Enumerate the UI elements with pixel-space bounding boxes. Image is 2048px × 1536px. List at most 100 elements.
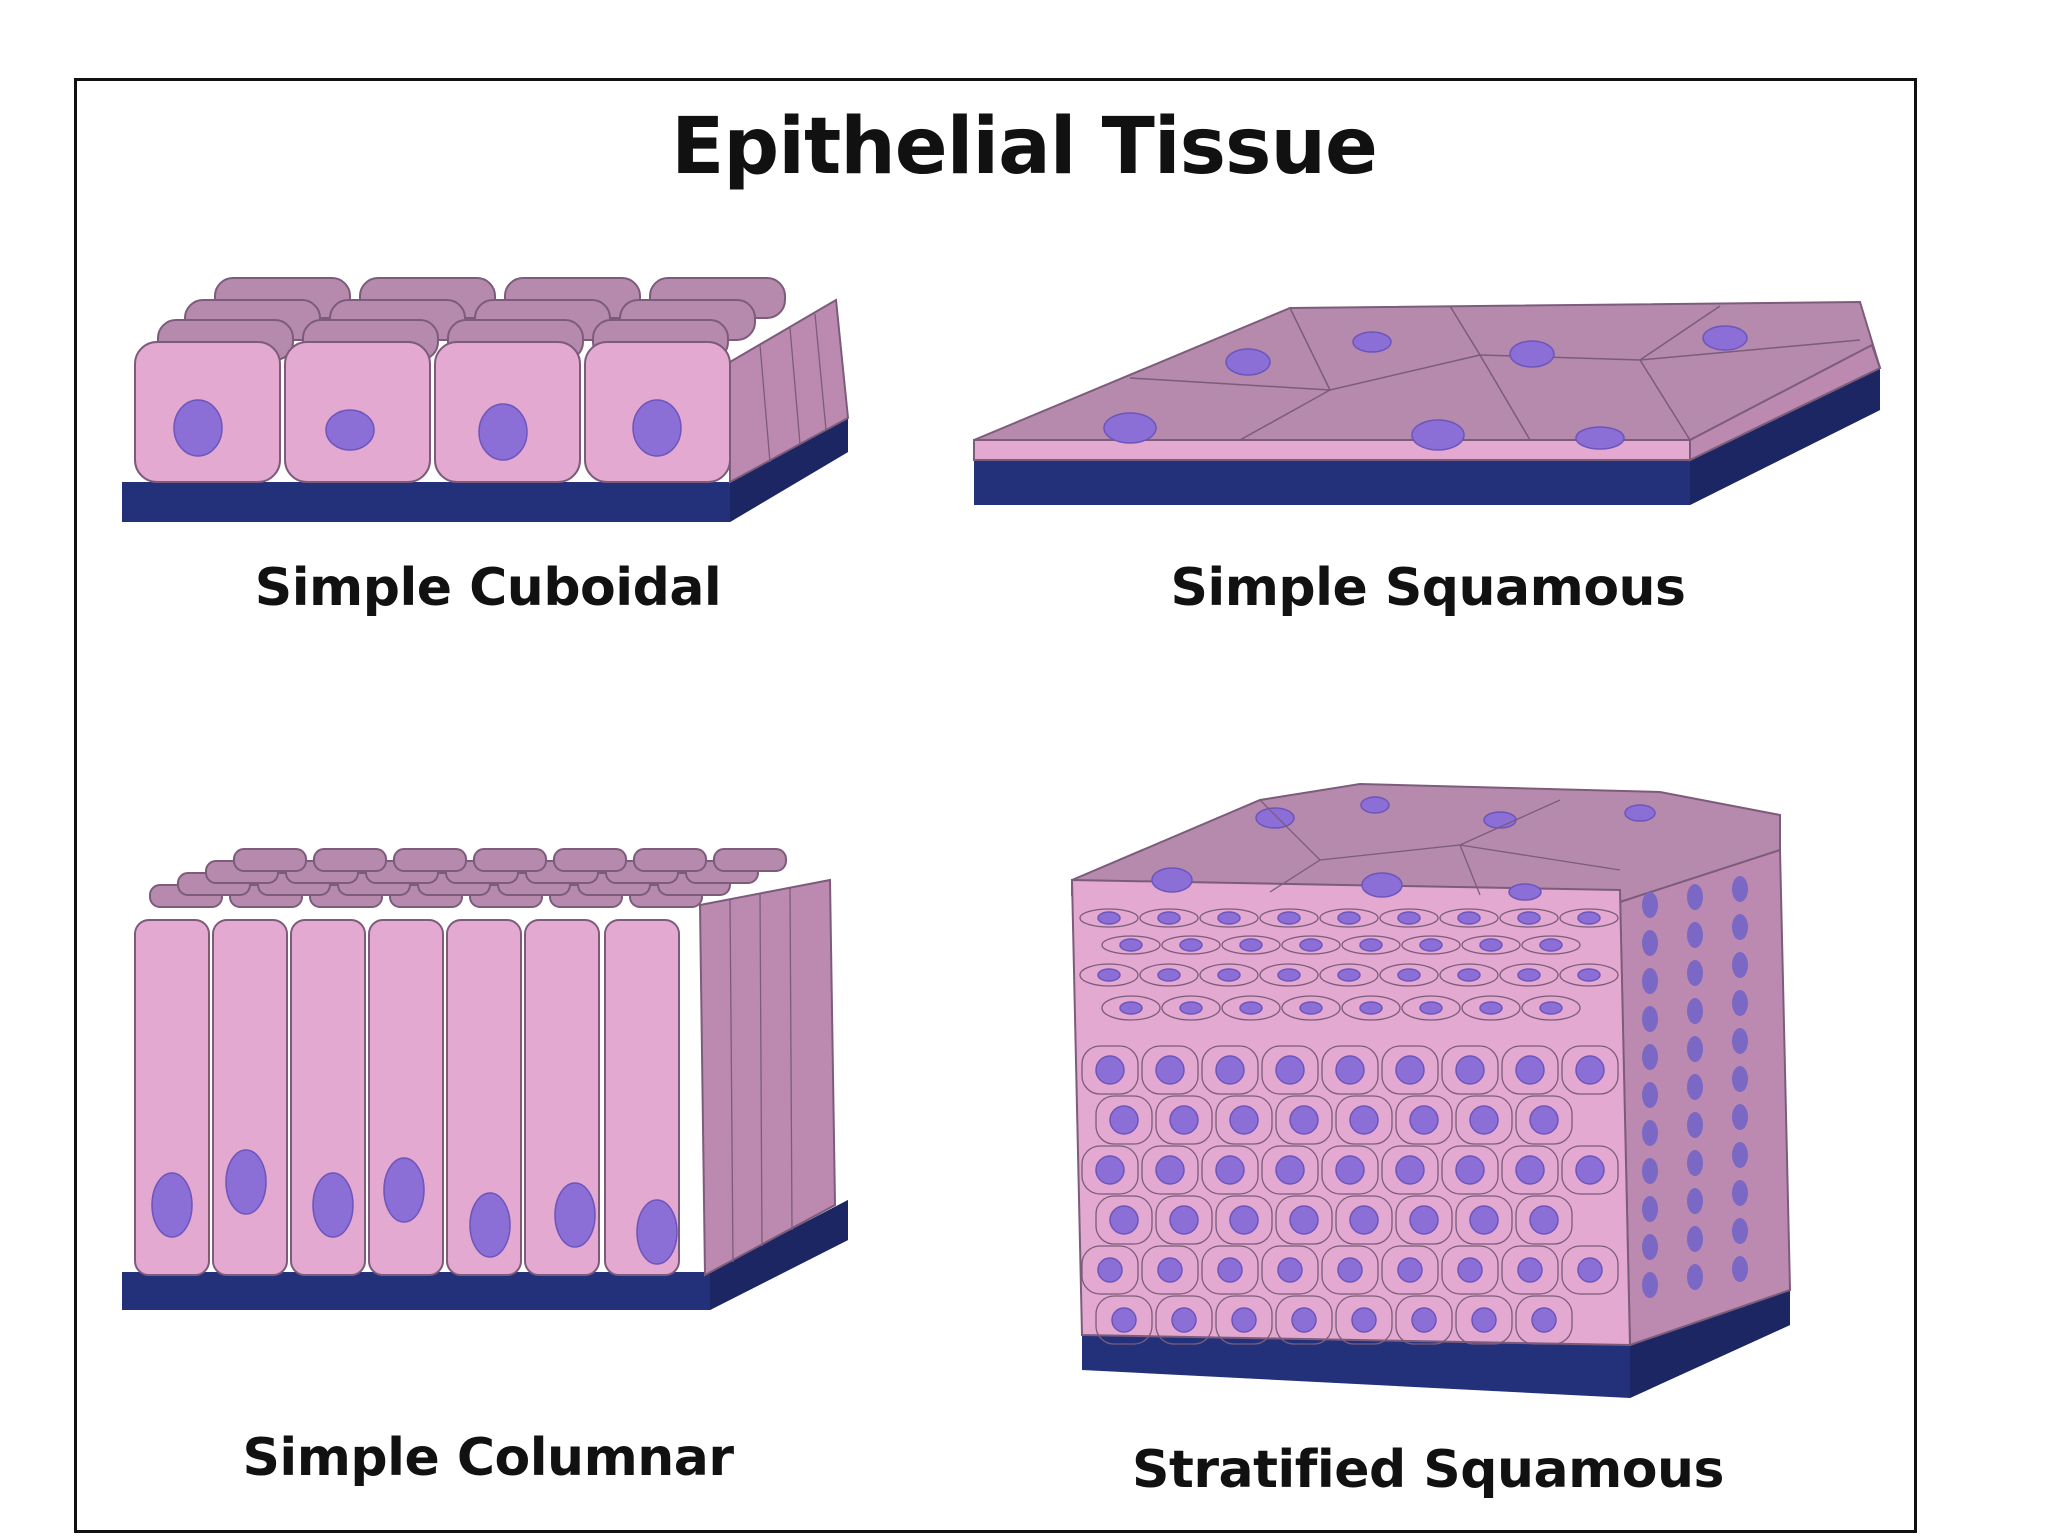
stratified-flat-cell <box>1439 963 1499 987</box>
stratified-nucleus <box>1109 1105 1139 1135</box>
stratified-nucleus <box>1179 938 1203 952</box>
stratified-flat-cell <box>1079 963 1139 987</box>
stratified-nucleus <box>1479 938 1503 952</box>
columnar-cell <box>446 919 522 1276</box>
stratified-nucleus <box>1397 911 1421 925</box>
stratified-nucleus <box>1349 1205 1379 1235</box>
columnar-nucleus <box>383 1157 425 1223</box>
columnar-cell-top <box>313 848 387 872</box>
stratified-basal-cell <box>1381 1045 1439 1095</box>
stratified-nucleus <box>1097 911 1121 925</box>
stratified-nucleus <box>1351 1307 1377 1333</box>
stratified-top-nucleus <box>1508 883 1542 901</box>
stratified-flat-cell <box>1401 995 1461 1021</box>
stratified-side-nucleus <box>1732 1256 1748 1282</box>
stratified-side-nucleus <box>1732 1218 1748 1244</box>
columnar-cell-top <box>473 848 547 872</box>
stratified-side-nucleus <box>1732 1142 1748 1168</box>
stratified-basal-cell <box>1501 1245 1559 1295</box>
stratified-nucleus <box>1215 1155 1245 1185</box>
stratified-side-nucleus <box>1732 952 1748 978</box>
stratified-side-nucleus <box>1687 998 1703 1024</box>
stratified-nucleus <box>1289 1205 1319 1235</box>
squamous-nucleus <box>1702 325 1748 351</box>
columnar-cell-top <box>553 848 627 872</box>
stratified-flat-cell <box>1341 935 1401 955</box>
stratified-nucleus <box>1397 1257 1423 1283</box>
columnar-cell-top <box>633 848 707 872</box>
stratified-nucleus <box>1419 938 1443 952</box>
stratified-nucleus <box>1277 911 1301 925</box>
stratified-nucleus <box>1171 1307 1197 1333</box>
stratified-side-nucleus <box>1687 922 1703 948</box>
stratified-flat-cell <box>1161 935 1221 955</box>
stratified-nucleus <box>1299 938 1323 952</box>
stratified-side-nucleus <box>1642 1158 1658 1184</box>
stratified-side-nucleus <box>1732 914 1748 940</box>
stratified-side-nucleus <box>1687 1036 1703 1062</box>
stratified-flat-cell <box>1281 935 1341 955</box>
stratified-side-nucleus <box>1642 1272 1658 1298</box>
stratified-basal-cell <box>1335 1095 1393 1145</box>
columnar-cell <box>134 919 210 1276</box>
stratified-nucleus <box>1157 911 1181 925</box>
columnar-cell <box>604 919 680 1276</box>
stratified-basal-cell <box>1081 1245 1139 1295</box>
stratified-side-nucleus <box>1687 1074 1703 1100</box>
stratified-basal-cell <box>1261 1145 1319 1195</box>
simple-squamous-illustration <box>973 300 1882 505</box>
stratified-flat-cell <box>1401 935 1461 955</box>
stratified-nucleus <box>1469 1205 1499 1235</box>
caption-simple-cuboidal: Simple Cuboidal <box>254 558 722 618</box>
columnar-cell-top <box>233 848 307 872</box>
stratified-side-nucleus <box>1642 968 1658 994</box>
stratified-basal-cell <box>1455 1295 1513 1345</box>
stratified-nucleus <box>1457 968 1481 982</box>
stratified-basal-cell <box>1215 1295 1273 1345</box>
stratified-side-nucleus <box>1642 1006 1658 1032</box>
cuboidal-nucleus <box>173 399 223 457</box>
stratified-basal-cell <box>1335 1195 1393 1245</box>
caption-stratified-squamous: Stratified Squamous <box>1132 1440 1724 1500</box>
stratified-nucleus <box>1119 938 1143 952</box>
squamous-nucleus <box>1103 412 1157 444</box>
stratified-basal-cell <box>1561 1045 1619 1095</box>
stratified-basal-cell <box>1441 1145 1499 1195</box>
squamous-nucleus <box>1352 331 1392 353</box>
stratified-flat-cell <box>1199 963 1259 987</box>
stratified-nucleus <box>1335 1155 1365 1185</box>
basement-membrane <box>974 368 1880 505</box>
stratified-basal-cell <box>1381 1145 1439 1195</box>
stratified-nucleus <box>1409 1205 1439 1235</box>
stratified-nucleus <box>1291 1307 1317 1333</box>
stratified-nucleus <box>1455 1055 1485 1085</box>
columnar-nucleus <box>636 1199 678 1265</box>
stratified-basal-cell <box>1095 1195 1153 1245</box>
stratified-basal-cell <box>1395 1295 1453 1345</box>
stratified-flat-cell <box>1139 908 1199 928</box>
columnar-cell <box>212 919 288 1276</box>
stratified-nucleus <box>1095 1055 1125 1085</box>
stratified-top-nucleus <box>1624 804 1656 822</box>
stratified-nucleus <box>1337 968 1361 982</box>
stratified-top-nucleus <box>1151 867 1193 893</box>
caption-simple-squamous: Simple Squamous <box>1170 558 1686 618</box>
columnar-nucleus <box>469 1192 511 1258</box>
stratified-flat-cell <box>1521 995 1581 1021</box>
stratified-nucleus <box>1359 1001 1383 1015</box>
stratified-flat-cell <box>1559 963 1619 987</box>
stratified-basal-cell <box>1455 1195 1513 1245</box>
stratified-flat-cell <box>1221 935 1281 955</box>
columnar-side-wall <box>698 878 837 1277</box>
stratified-basal-cell <box>1321 1045 1379 1095</box>
stratified-flat-cell <box>1379 908 1439 928</box>
stratified-basal-cell <box>1261 1245 1319 1295</box>
stratified-flat-cell <box>1259 963 1319 987</box>
stratified-nucleus <box>1289 1105 1319 1135</box>
stratified-nucleus <box>1419 1001 1443 1015</box>
stratified-side-nucleus <box>1642 1044 1658 1070</box>
stratified-squamous-illustration <box>1070 782 1792 1398</box>
stratified-side-nucleus <box>1642 892 1658 918</box>
stratified-nucleus <box>1539 938 1563 952</box>
stratified-nucleus <box>1217 911 1241 925</box>
